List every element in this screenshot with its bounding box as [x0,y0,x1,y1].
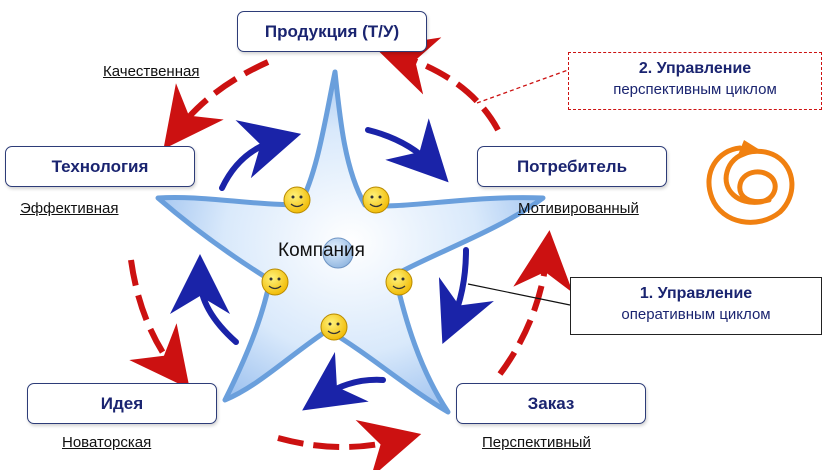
spiral-icon [706,140,795,225]
inner-arrow [438,247,494,344]
operational-connector [467,283,571,306]
outer-arrow [128,259,190,389]
node-consumer-subtitle: Мотивированный [518,200,639,217]
strategic-callout-text: перспективным циклом [613,80,777,98]
outer-arrow [497,230,574,376]
node-idea-title: Идея [100,393,144,413]
outer-arrow [277,419,422,470]
node-products-subtitle: Качественная [103,63,200,80]
node-order: Заказ [456,383,646,424]
inner-arrow [219,120,302,191]
center-dot [322,237,354,269]
node-technology-subtitle: Эффективная [20,200,119,217]
node-consumer: Потребитель [477,146,667,187]
node-products-title: Продукция (Т/У) [264,21,400,41]
node-technology-title: Технология [51,156,149,176]
company-star [155,69,546,415]
node-products: Продукция (Т/У) [237,11,427,52]
operational-callout-text: оперативным циклом [621,305,771,323]
node-order-subtitle: Перспективный [482,434,591,451]
strategic-callout: 2. Управление перспективным циклом [568,52,822,110]
inner-arrow [302,351,386,411]
smiley-icon [261,268,289,296]
node-technology: Технология [5,146,195,187]
inner-arrow [365,118,449,183]
outer-arrow [375,37,501,132]
strategic-connector [476,69,569,104]
smiley-icon [385,268,413,296]
center-label: Компания [278,240,365,261]
strategic-callout-title: 2. Управление [638,60,752,77]
smiley-icon [320,313,348,341]
node-consumer-title: Потребитель [516,156,628,176]
node-idea-subtitle: Новаторская [62,434,152,451]
smiley-icon [362,186,390,214]
inner-arrow [170,254,239,345]
node-idea: Идея [27,383,217,424]
smiley-icon [283,186,311,214]
outer-arrow [163,59,270,150]
node-order-title: Заказ [527,393,575,413]
operational-callout: 1. Управление оперативным циклом [570,277,822,335]
operational-callout-title: 1. Управление [639,285,753,302]
